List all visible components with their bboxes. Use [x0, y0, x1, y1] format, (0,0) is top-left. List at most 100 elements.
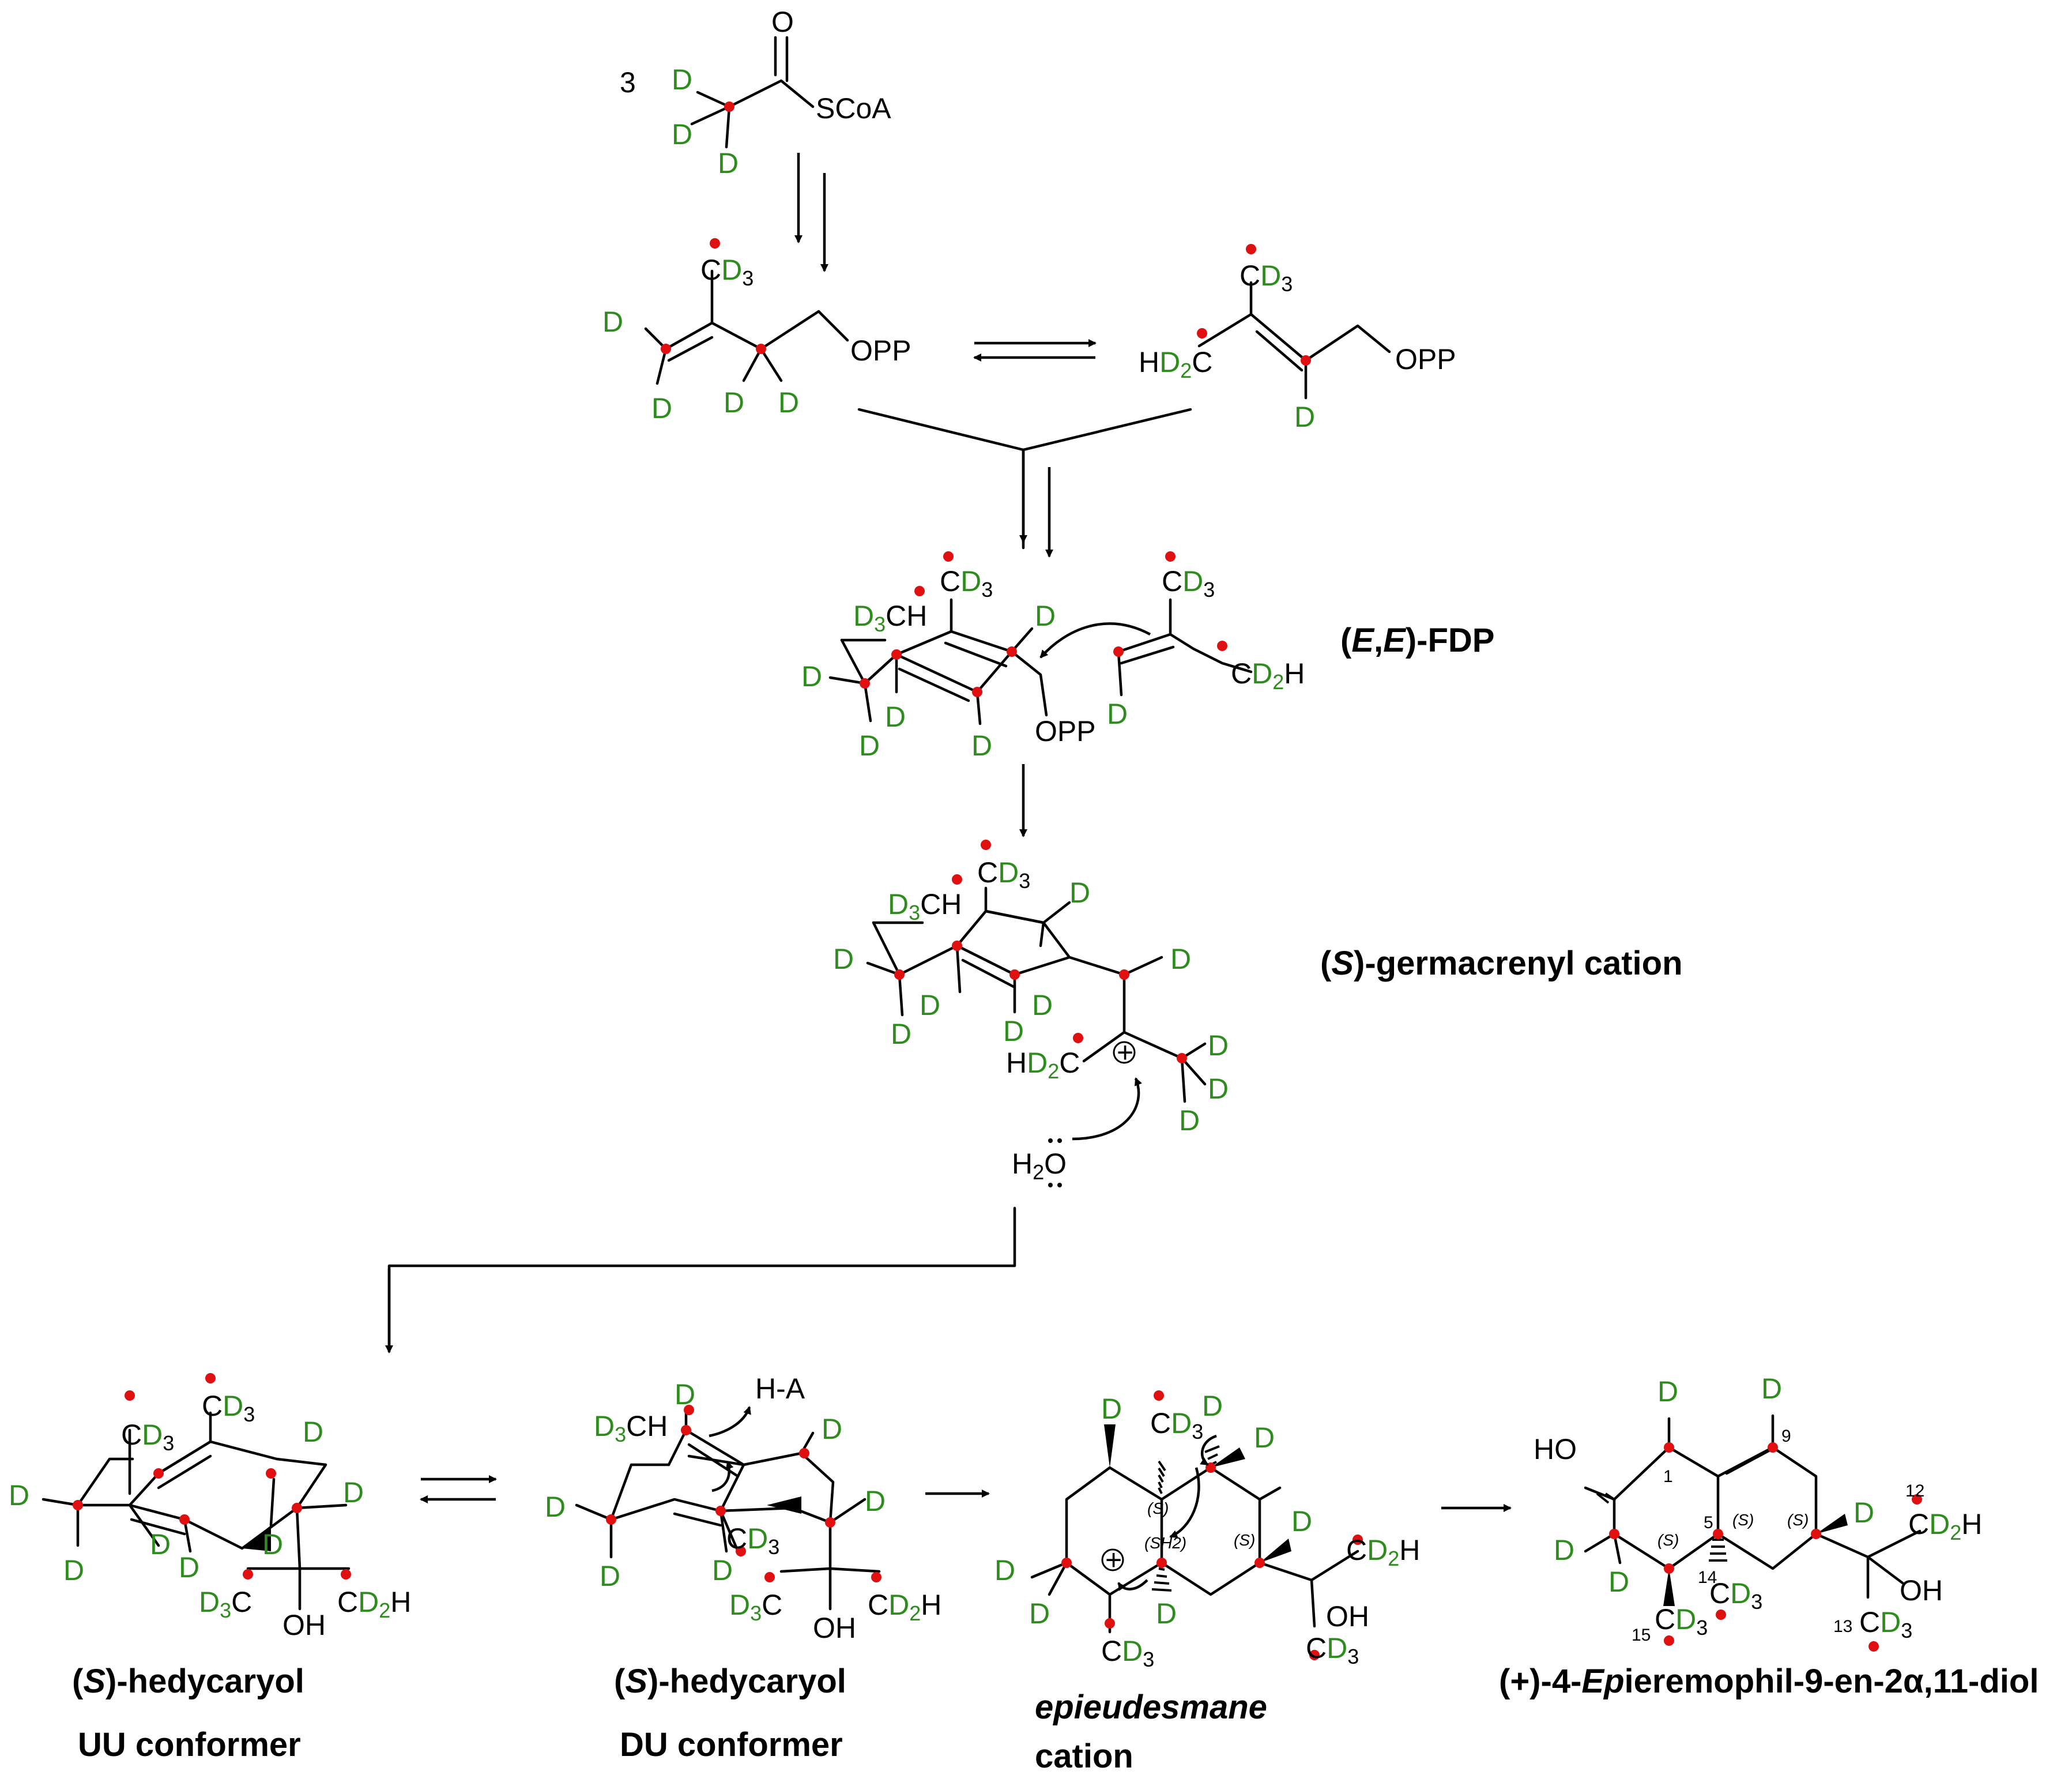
- d-label: D: [9, 1479, 29, 1511]
- atom-number: 1: [1663, 1467, 1673, 1486]
- stereo-label: (S): [1732, 1511, 1754, 1529]
- d-label: D: [1003, 1015, 1024, 1047]
- d-label: D: [833, 943, 854, 975]
- germacrenyl-name: (S)-germacrenyl cation: [1320, 945, 1683, 982]
- epieudesmane-name-2: cation: [1035, 1738, 1133, 1775]
- d-label: D: [1657, 1375, 1678, 1408]
- epieudesmane-structure: CD3 CD3 CD2H CD3 OH + (S) (SH2) (S) D D …: [994, 1390, 1420, 1671]
- d-label: D: [1029, 1597, 1050, 1630]
- methyl-label: CD3: [1162, 565, 1215, 601]
- electron-arrow: [1200, 1434, 1217, 1466]
- d3ch-label: D3CH: [853, 600, 927, 636]
- hedycaryol-uu-name: (S)-hedycaryol: [72, 1663, 304, 1700]
- plus-sign: +: [1105, 1544, 1122, 1576]
- d-label: D: [865, 1485, 886, 1517]
- opp-label: OPP: [1395, 343, 1456, 375]
- cd2h-label: CD2H: [1346, 1534, 1420, 1570]
- d-label: D: [1254, 1421, 1275, 1454]
- stereo-label: (S): [1787, 1511, 1809, 1529]
- d-label: D: [1101, 1393, 1122, 1425]
- d-label: D: [1202, 1390, 1223, 1422]
- d-label: D: [891, 1018, 911, 1050]
- d-label: D: [1761, 1372, 1782, 1405]
- methyl-label: CD3: [1709, 1577, 1762, 1614]
- electron-arrow: [1039, 622, 1151, 659]
- d-label: D: [602, 306, 623, 338]
- oh-label: OH: [813, 1612, 856, 1644]
- d-label: D: [1608, 1566, 1629, 1598]
- methyl-label: CD3: [1240, 260, 1293, 296]
- carbonyl-oxygen: O: [771, 6, 794, 38]
- oh-label: OH: [1326, 1600, 1369, 1633]
- d-label: D: [859, 729, 880, 762]
- d-label: D: [672, 63, 692, 96]
- d-label: D: [718, 147, 739, 179]
- hedycaryol-du-structure: D3CH CD3 D3C CD2H OH H-A D D D D D D: [545, 1372, 941, 1644]
- d3c-label: D3C: [199, 1586, 252, 1622]
- cd2h-label: CD2H: [868, 1589, 941, 1625]
- stereo-label: (SH2): [1144, 1534, 1186, 1552]
- cation-charge: [1113, 1041, 1136, 1064]
- d-label: D: [150, 1528, 171, 1560]
- d-label: D: [971, 729, 992, 762]
- oh-label: OH: [1900, 1574, 1943, 1607]
- d-label: D: [1291, 1505, 1312, 1537]
- dmapp: CD3 HD2C D OPP: [1139, 244, 1456, 433]
- d-label: D: [63, 1554, 84, 1586]
- methyl-label: CD3: [726, 1522, 779, 1559]
- d-label: D: [994, 1554, 1015, 1586]
- water-label: H2O: [1012, 1148, 1067, 1184]
- label-dot: [724, 101, 734, 112]
- methyl-label: CD3: [940, 565, 993, 601]
- d-label: D: [262, 1528, 283, 1560]
- acetyl-coa: 3 D D D O SCoA: [620, 6, 891, 179]
- d3ch-label: D3CH: [594, 1410, 668, 1446]
- d-label: D: [303, 1416, 323, 1448]
- opp-label: OPP: [1035, 715, 1096, 747]
- d-label: D: [778, 386, 799, 419]
- product-structure: HO CD3 CD3 CD2H CD3 OH 1 5 9 12 13 14 15…: [1534, 1372, 1982, 1652]
- hedycaryol-du-name: (S)-hedycaryol: [614, 1663, 846, 1700]
- atom-number: 14: [1698, 1568, 1717, 1587]
- stereo-label: (S): [1147, 1499, 1169, 1517]
- cd2h-label: CD2H: [1908, 1508, 1982, 1544]
- hedycaryol-uu-structure: CD3 CD3 D3C CD2H OH D D D D D D D: [9, 1373, 411, 1641]
- oh-label: OH: [282, 1609, 326, 1641]
- methyl-label: CD3: [1655, 1603, 1708, 1639]
- cation-charge: [1101, 1548, 1124, 1571]
- d-label: D: [1179, 1104, 1200, 1137]
- hd2c-label: HD2C: [1006, 1047, 1080, 1083]
- methyl-label: CD3: [1101, 1635, 1154, 1671]
- ipp: CD3 D D D D OPP: [602, 238, 911, 424]
- d3c-label: D3C: [729, 1589, 782, 1625]
- product-name: (+)-4-Epieremophil-9-en-2α,11-diol: [1499, 1663, 2039, 1700]
- epieudesmane-name: epieudesmane: [1035, 1688, 1267, 1726]
- d-label: D: [1035, 600, 1056, 632]
- methyl-label: CD3: [977, 856, 1030, 893]
- atom-number: 9: [1781, 1427, 1791, 1446]
- d-label: D: [1554, 1534, 1574, 1566]
- d-label: D: [600, 1560, 620, 1592]
- d-label: D: [1069, 877, 1090, 909]
- d-label: D: [712, 1554, 733, 1586]
- d-label: D: [179, 1551, 199, 1584]
- d-label: D: [1208, 1029, 1229, 1062]
- opp-label: OPP: [850, 334, 911, 367]
- stereo-label: (S): [1234, 1531, 1255, 1549]
- d-label: D: [343, 1476, 364, 1509]
- stereo-label: (S): [1657, 1531, 1679, 1549]
- atom-number: 5: [1704, 1513, 1713, 1532]
- d-label: D: [724, 386, 744, 419]
- methyl-label: CD3: [121, 1419, 174, 1455]
- hedycaryol-uu-conformer: UU conformer: [78, 1726, 301, 1763]
- methyl-label: CD3: [1859, 1606, 1912, 1642]
- acetyl-coa-count: 3: [620, 66, 636, 99]
- acid-label: H-A: [755, 1372, 805, 1405]
- d-label: D: [822, 1413, 842, 1445]
- methyl-label: CD3: [1306, 1632, 1359, 1668]
- d-label: D: [801, 660, 822, 693]
- hd2c-label: HD2C: [1139, 346, 1212, 382]
- cd2h-label: CD2H: [337, 1586, 411, 1622]
- ho-label: HO: [1534, 1433, 1577, 1465]
- electron-arrow: [1169, 1467, 1200, 1539]
